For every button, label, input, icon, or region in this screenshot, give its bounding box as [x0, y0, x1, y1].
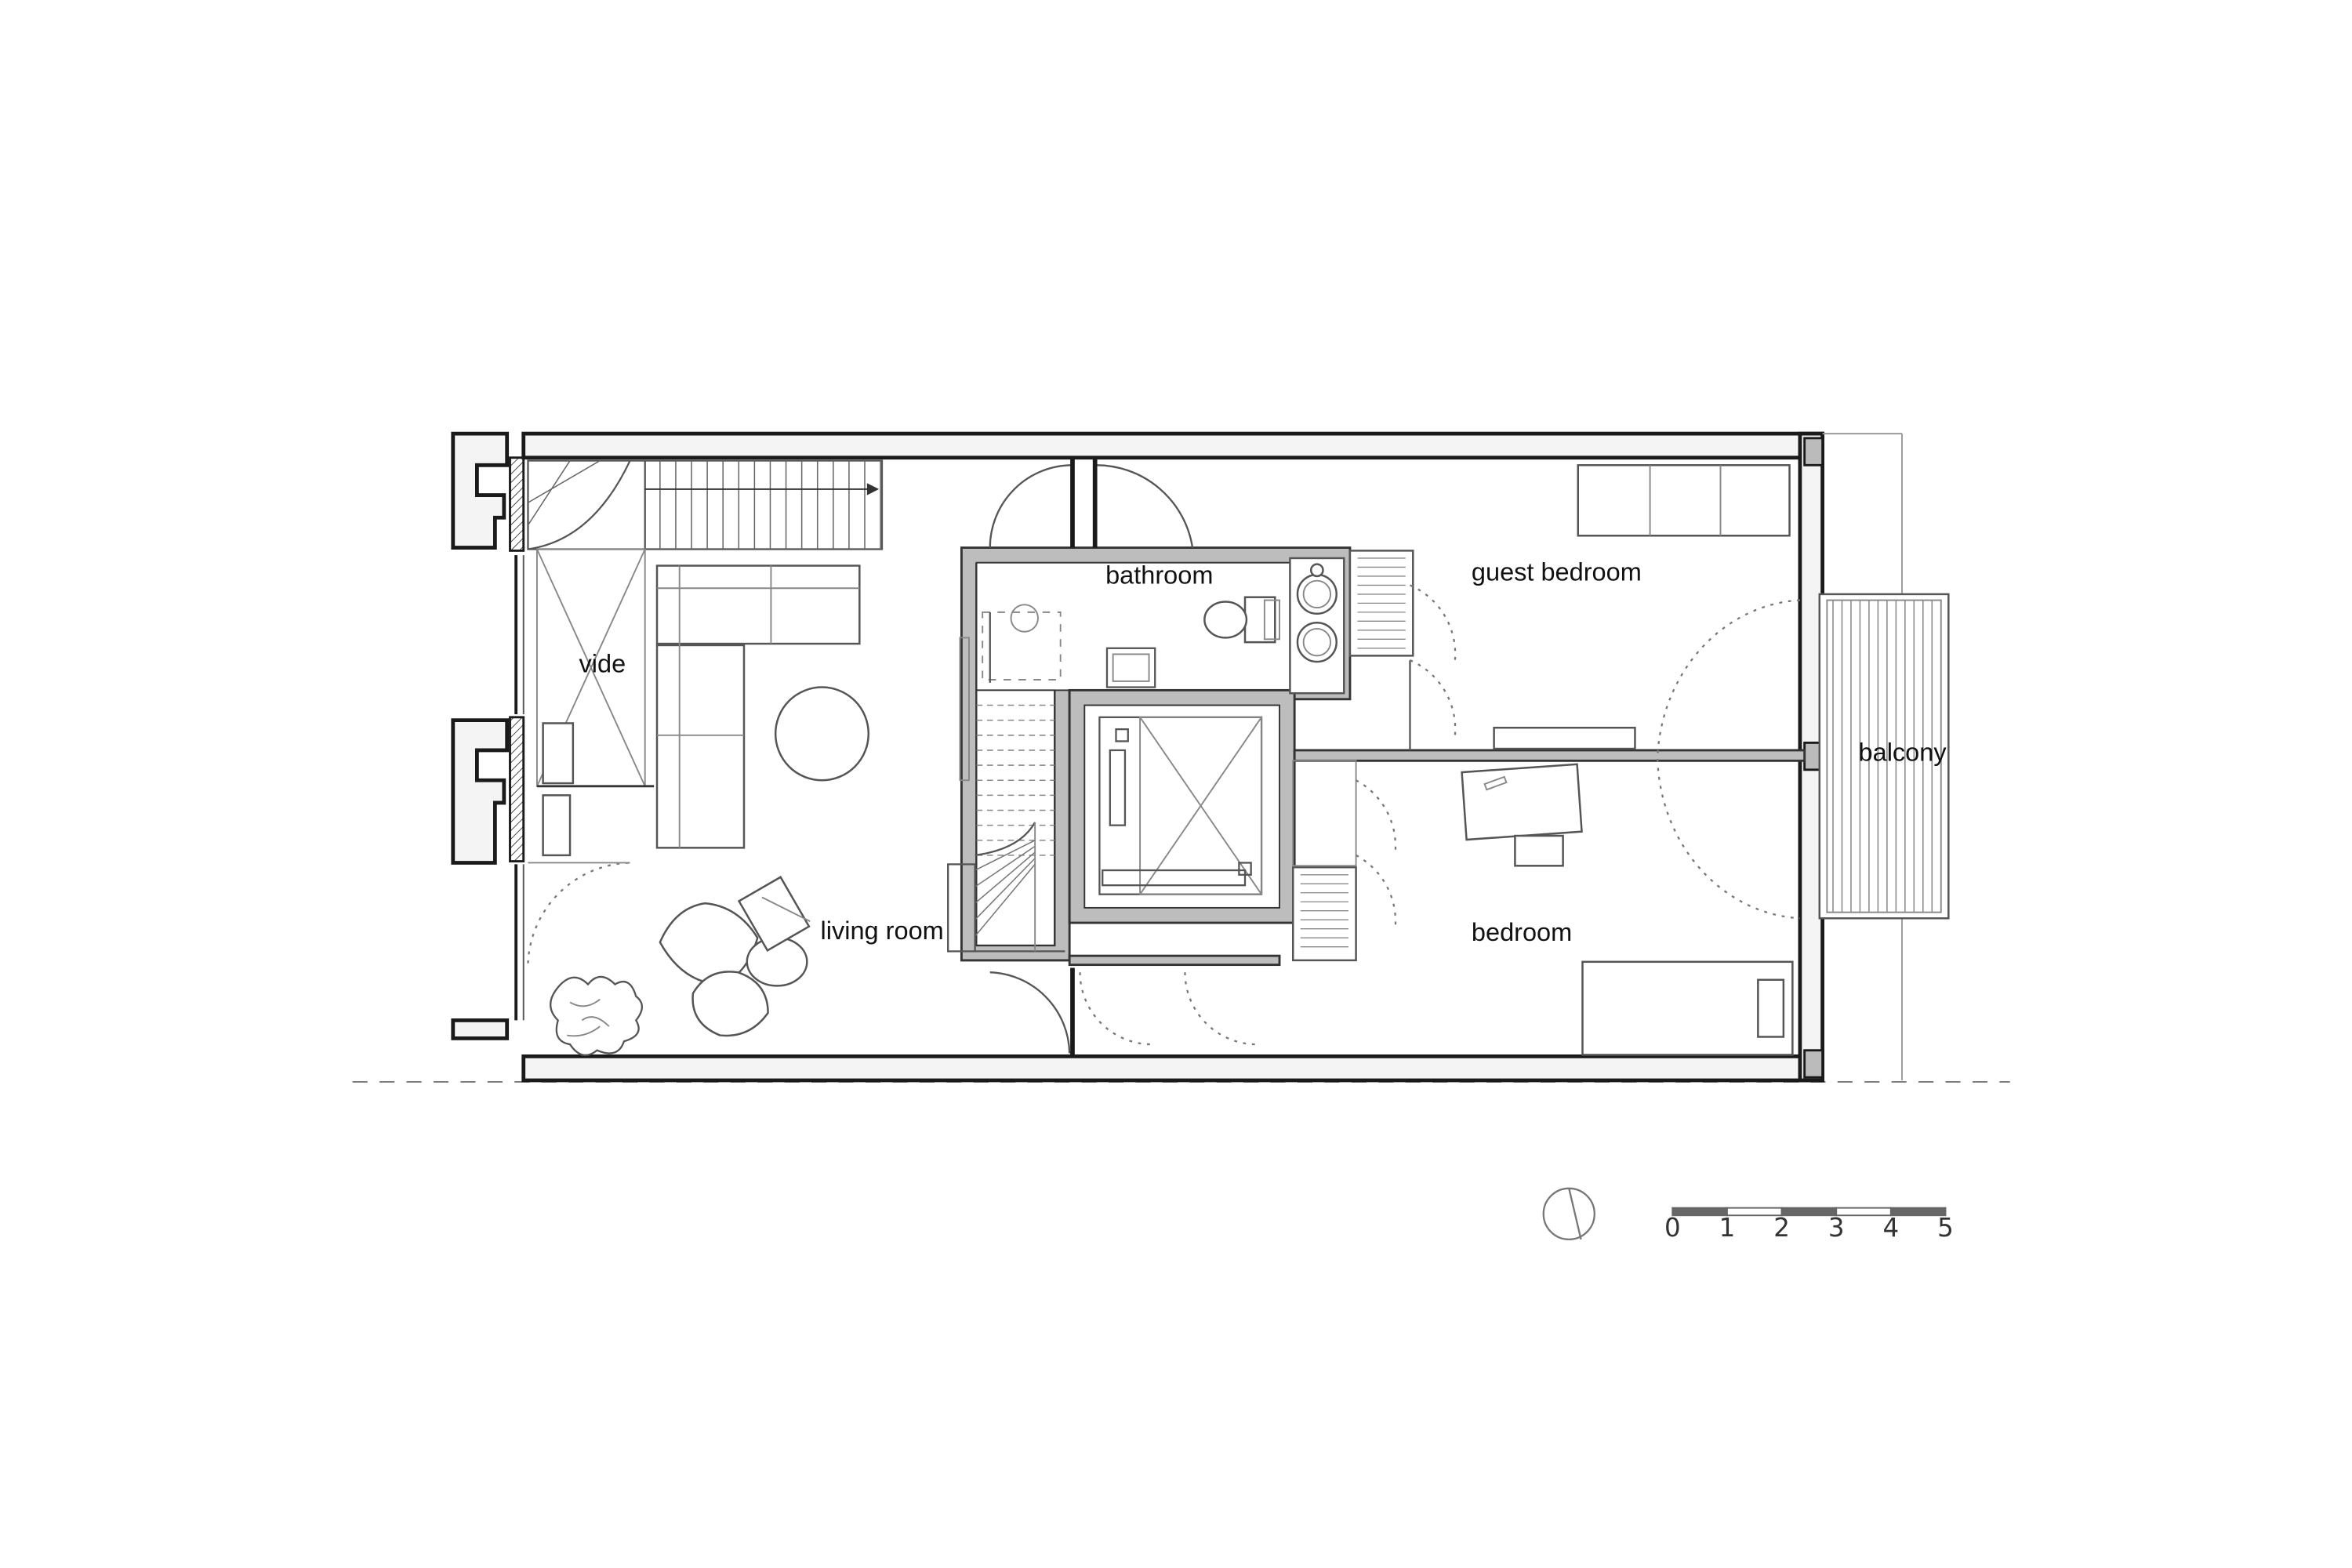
sofa [655, 564, 861, 849]
north-arrow-icon [1542, 1187, 1595, 1241]
label-guest-bedroom: guest bedroom [1472, 558, 1642, 586]
core-doors [989, 457, 1261, 1057]
label-vide: vide [579, 649, 626, 677]
plant [550, 975, 644, 1056]
exterior-walls [451, 431, 1903, 1083]
label-balcony: balcony [1859, 738, 1947, 766]
vide-void [535, 548, 655, 857]
label-bathroom: bathroom [1105, 561, 1213, 589]
scale-tick-label: 0 [1664, 1213, 1681, 1243]
scale-bar: 0 1 2 3 4 5 [1664, 1207, 1954, 1243]
lounge-chairs [659, 876, 811, 1037]
label-living-room: living room [821, 916, 944, 945]
scale-tick-label: 3 [1828, 1213, 1845, 1243]
living-doors [527, 862, 630, 964]
label-bedroom: bedroom [1472, 918, 1572, 946]
balcony-deck [1818, 593, 1950, 920]
scale-tick-label: 5 [1937, 1213, 1954, 1243]
scale-tick-label: 4 [1883, 1213, 1900, 1243]
guest-bedroom-furniture [1348, 464, 1791, 750]
bedroom-furniture [1291, 599, 1800, 1056]
staircase-core [947, 637, 1065, 953]
scale-tick-label: 2 [1773, 1213, 1790, 1243]
round-table [774, 686, 870, 782]
scale-tick-label: 1 [1719, 1213, 1736, 1243]
scale-segment [1889, 1207, 1947, 1217]
service-core [960, 546, 1806, 967]
staircase-upper [527, 459, 884, 550]
bathroom-fixtures [982, 557, 1345, 695]
